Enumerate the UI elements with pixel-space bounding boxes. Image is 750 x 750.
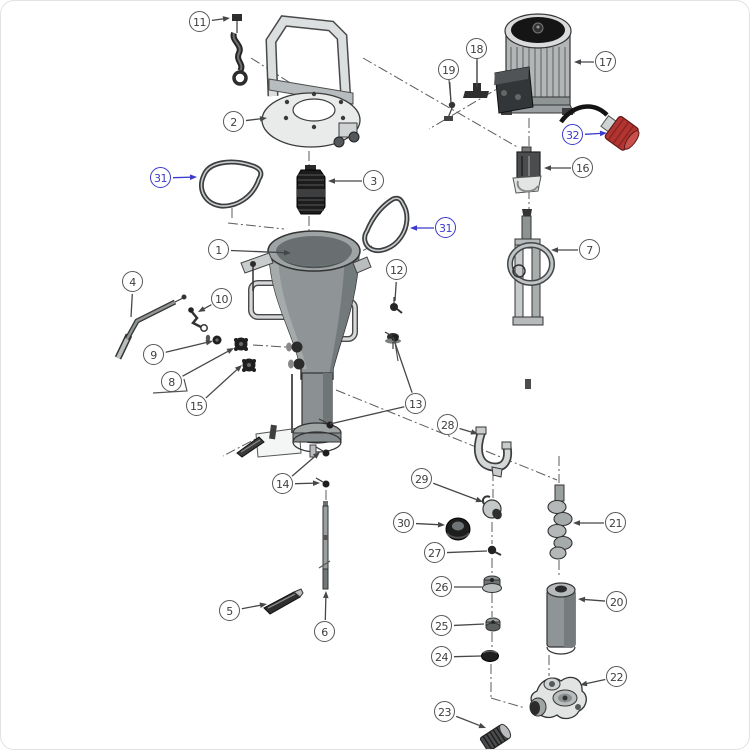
callout-13: 13 xyxy=(405,393,426,414)
nut-part-25 xyxy=(485,617,501,632)
callout-24: 24 xyxy=(431,646,452,667)
gasket-seal-left xyxy=(198,159,264,209)
stator-sleeve-part-20 xyxy=(546,582,576,655)
frame-assembly-part xyxy=(261,15,361,148)
callout-28: 28 xyxy=(437,414,458,435)
elbow-fitting-part-29 xyxy=(481,495,502,520)
callout-29: 29 xyxy=(411,468,432,489)
callout-15: 15 xyxy=(186,395,207,416)
electric-motor-part xyxy=(494,13,575,115)
callout-10: 10 xyxy=(211,288,232,309)
leader-lines xyxy=(130,16,607,729)
callout-6: 6 xyxy=(314,621,335,642)
callout-23: 23 xyxy=(434,701,455,722)
callout-32: 32 xyxy=(562,124,583,145)
callout-31: 31 xyxy=(435,217,456,238)
callout-18: 18 xyxy=(466,38,487,59)
callout-20: 20 xyxy=(606,591,627,612)
crank-rod-part-4 xyxy=(114,294,187,360)
callout-11: 11 xyxy=(189,11,210,32)
shackle-pin-part xyxy=(230,14,248,86)
chisel-part-5 xyxy=(263,588,304,615)
switch-block-part xyxy=(512,146,542,194)
callout-1: 1 xyxy=(208,239,229,260)
callout-4: 4 xyxy=(122,271,143,292)
star-knob-part-15 xyxy=(242,358,256,372)
callout-12: 12 xyxy=(386,259,407,280)
hopper-part xyxy=(152,230,372,458)
bolt-part-12 xyxy=(385,297,403,349)
cee-plug-part xyxy=(600,115,640,151)
callout-27: 27 xyxy=(424,542,445,563)
scraper-blade-mid xyxy=(236,424,277,458)
power-cable xyxy=(559,104,609,124)
callout-5: 5 xyxy=(219,600,240,621)
callout-9: 9 xyxy=(143,344,164,365)
knob-part-9 xyxy=(205,334,222,345)
callout-16: 16 xyxy=(572,157,593,178)
rod-part-6 xyxy=(318,501,331,590)
pump-manifold-part-22 xyxy=(529,676,587,720)
callout-2: 2 xyxy=(223,111,244,132)
callout-25: 25 xyxy=(431,615,452,636)
u-clamp-part-28 xyxy=(474,426,513,478)
callout-8: 8 xyxy=(161,371,182,392)
bolt-part-27 xyxy=(487,545,502,556)
callout-22: 22 xyxy=(606,666,627,687)
star-knob-part-8 xyxy=(234,337,248,351)
callout-21: 21 xyxy=(605,512,626,533)
holder-bracket-part xyxy=(507,209,555,389)
coupling-sleeve-part xyxy=(296,165,326,215)
threaded-nozzle-part-23 xyxy=(479,723,512,749)
callout-19: 19 xyxy=(438,59,459,80)
rubber-ring-part-30 xyxy=(445,517,471,541)
auger-rotor-part-21 xyxy=(547,484,573,560)
bolt-part-18 xyxy=(463,55,489,98)
callout-26: 26 xyxy=(431,576,452,597)
callout-31: 31 xyxy=(150,167,171,188)
callout-3: 3 xyxy=(363,170,384,191)
washer-part-24 xyxy=(481,650,499,662)
gasket-seal-right xyxy=(362,195,410,253)
latch-hook-part-10 xyxy=(188,307,208,332)
callout-30: 30 xyxy=(393,512,414,533)
callout-14: 14 xyxy=(272,473,293,494)
callout-17: 17 xyxy=(595,51,616,72)
callout-7: 7 xyxy=(579,239,600,260)
bushing-part-26 xyxy=(482,575,502,593)
small-bolts xyxy=(315,331,399,488)
